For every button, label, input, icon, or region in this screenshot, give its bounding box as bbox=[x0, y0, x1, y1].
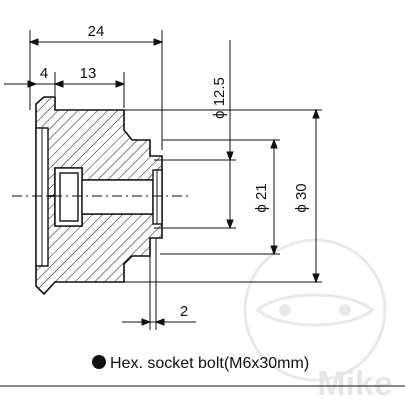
dimension-label-dia-21: ϕ 21 bbox=[253, 183, 270, 212]
dimension-24 bbox=[28, 30, 164, 150]
dimension-label-24: 24 bbox=[88, 23, 105, 40]
dimension-label-2: 2 bbox=[180, 303, 188, 320]
dimension-4-13 bbox=[4, 72, 126, 108]
dimension-2 bbox=[122, 238, 196, 330]
dimension-label-13: 13 bbox=[80, 65, 97, 82]
bullet-icon bbox=[92, 355, 106, 369]
dimension-dia-30 bbox=[124, 108, 322, 284]
bolt-note: Hex. socket bolt(M6x30mm) bbox=[92, 355, 309, 373]
dimension-label-dia-12-5: ϕ 12.5 bbox=[211, 77, 228, 119]
part-section bbox=[35, 96, 163, 296]
watermark-text: Mike bbox=[317, 365, 393, 403]
dimension-label-dia-30: ϕ 30 bbox=[293, 183, 310, 212]
watermark-logo bbox=[243, 238, 387, 382]
dimension-dia-12-5 bbox=[154, 40, 236, 230]
dimension-dia-21 bbox=[160, 138, 280, 256]
dimension-label-4: 4 bbox=[40, 65, 48, 82]
bolt-note-text: Hex. socket bolt(M6x30mm) bbox=[110, 355, 310, 372]
